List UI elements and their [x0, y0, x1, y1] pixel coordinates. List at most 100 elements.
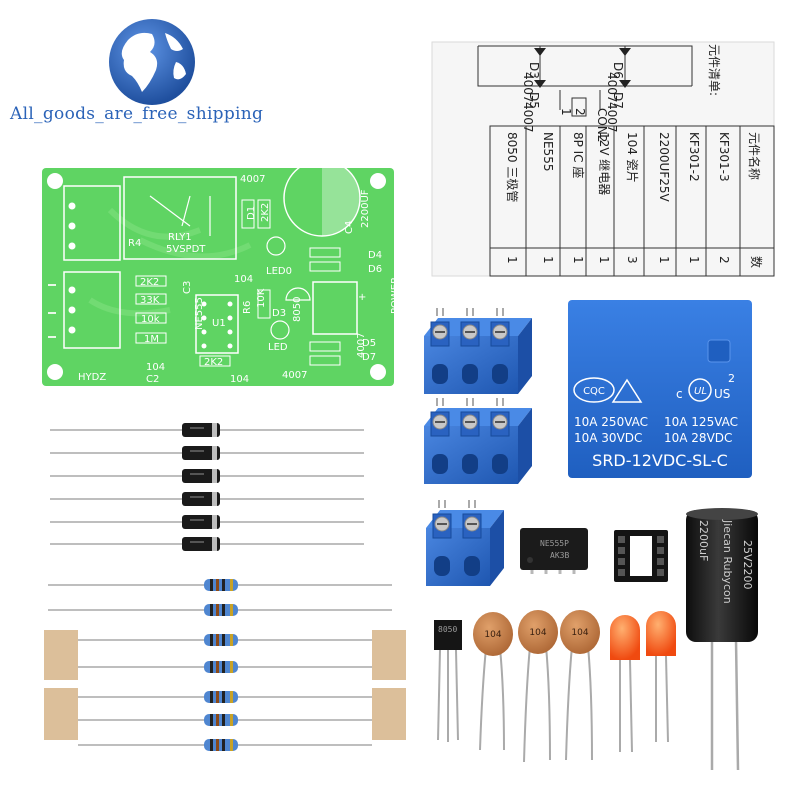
pcb-board: R4 RLY1 5VSPDT D1 2K2 4007 C4 2200UF D4 … — [42, 159, 401, 386]
ceramic-capacitor-label: 104 — [571, 628, 588, 638]
bom-schematic-label: 4007 — [605, 72, 619, 103]
pcb-label-side-4007: 4007 — [356, 333, 367, 358]
terminal-block-3pin-middle — [424, 398, 532, 484]
pcb-label-r4: R4 — [128, 238, 141, 249]
bom-schematic-label: D7 — [611, 92, 625, 109]
bom-row-name: KF301-3 — [717, 132, 731, 182]
electrolytic-capacitor: 2200uF 25V2200 Jiecan Rubycon — [686, 508, 758, 771]
pcb-label-1m: 1M — [144, 334, 159, 345]
relay-rating-line2-right: 10A 28VDC — [664, 431, 732, 445]
pcb-label-d1: D1 — [246, 206, 257, 220]
ecap-brand: Jiecan Rubycon — [721, 519, 734, 604]
bom-row-name: 104 瓷片 — [625, 132, 639, 183]
resistor-tape-right-top — [372, 630, 406, 680]
bom-schematic-label: 4007 — [521, 72, 535, 103]
led-1 — [610, 615, 640, 753]
terminal-block-2pin — [426, 500, 504, 586]
ne555-ic: NE555P AK3B — [520, 528, 588, 574]
resistor — [78, 739, 372, 751]
bom-row-name: 12V 继电器 — [597, 132, 611, 195]
diodes — [50, 423, 364, 551]
resistor — [78, 691, 372, 703]
relay-ul-us: US — [714, 387, 730, 401]
bom-row-qty: 1 — [687, 256, 701, 264]
diode — [50, 537, 364, 551]
pcb-label-r6: R6 — [242, 301, 253, 314]
relay-cqc-mark: CQC — [583, 386, 605, 397]
pcb-label-8050: 8050 — [292, 297, 303, 322]
bom-schematic-label: 4007 — [605, 102, 619, 133]
diode — [50, 492, 364, 506]
resistors — [48, 579, 392, 751]
bom-row-qty: 1 — [657, 256, 671, 264]
pcb-label-u1: U1 — [212, 318, 226, 329]
pcb-label-33k: 33K — [140, 295, 160, 306]
pcb-label-d7: D7 — [362, 352, 376, 363]
pcb-label-led: LED — [268, 342, 288, 353]
ceramic-capacitor-label: 104 — [529, 628, 546, 638]
bom-header-name: 元件名称 — [747, 132, 762, 180]
pcb-label-d4: D4 — [368, 250, 382, 261]
ceramic-capacitor: 104 — [560, 610, 600, 761]
relay-model: SRD-12VDC-SL-C — [592, 451, 728, 470]
bom-row-qty: 1 — [505, 256, 519, 264]
pcb-label-c4: C4 — [344, 221, 355, 234]
relay-rating-line1-right: 10A 125VAC — [664, 415, 738, 429]
pcb-label-c2-value: 104 — [146, 362, 165, 373]
resistor — [78, 714, 372, 726]
bom-header-qty: 数 — [749, 256, 764, 268]
diode — [50, 469, 364, 483]
pcb-label-hydz: HYDZ — [78, 372, 106, 383]
led-2 — [646, 611, 676, 743]
bom-schematic-label: D5 — [527, 92, 541, 109]
ecap-text-right: 25V2200 — [741, 540, 754, 590]
resistor-tape-right-bottom — [372, 688, 406, 740]
pcb-label-rly1: RLY1 — [168, 232, 192, 243]
pcb-label-2k2-top: 2K2 — [260, 203, 271, 222]
bom-schematic-label: 4007 — [521, 102, 535, 133]
bom-schematic-label: 1 — [559, 108, 573, 116]
bom-row-name: NE555 — [541, 132, 555, 171]
pcb-label-bottom-104: 104 — [230, 374, 249, 385]
pcb-label-bottom-4007: 4007 — [282, 370, 307, 381]
relay: CQC c UL US 2 10A 250VAC 10A 125VAC 10A … — [568, 300, 752, 478]
bom-row-qty: 2 — [717, 256, 731, 264]
globe-logo — [109, 19, 195, 105]
relay-rating-line1-left: 10A 250VAC — [574, 415, 648, 429]
bom-schematic-label: 2 — [573, 108, 587, 116]
pcb-label-d5: D5 — [362, 338, 376, 349]
resistor-tape-left-bottom — [44, 688, 78, 740]
svg-text:UL: UL — [694, 386, 707, 397]
transistor-8050: 8050 — [434, 620, 462, 742]
terminal-blocks — [424, 308, 532, 586]
relay-rating-line2-left: 10A 30VDC — [574, 431, 642, 445]
terminal-block-3pin-top — [424, 308, 532, 394]
pcb-label-c2: C2 — [146, 374, 159, 385]
pcb-label-relay-type: 5VSPDT — [166, 244, 206, 255]
ic-marking-line1: NE555P — [540, 539, 569, 548]
diode — [50, 446, 364, 460]
ceramic-capacitor-label: 104 — [484, 630, 501, 640]
ceramic-capacitor: 104 — [473, 612, 513, 751]
transistor-code: 8050 — [438, 625, 457, 634]
pcb-label-d3: D3 — [272, 308, 286, 319]
ic-marking-line2: AK3B — [550, 551, 569, 560]
ic-socket — [614, 530, 668, 582]
bom-title: 元件清单: — [707, 44, 721, 96]
diode — [50, 515, 364, 529]
bom-schematic-label: CON2 — [595, 108, 609, 142]
bom-sheet: 元件清单: 元件名称 数 KF301-32KF301-212200UF25V11… — [431, 41, 775, 277]
ceramic-capacitor: 104 — [518, 610, 558, 763]
diode — [50, 423, 364, 437]
pcb-label-ne555: NE555 — [194, 297, 205, 330]
bom-row-name: 8P IC 座 — [571, 132, 586, 178]
bom-row-qty: 1 — [541, 256, 555, 264]
resistor — [78, 634, 372, 646]
bom-row-name: 2200UF25V — [657, 132, 671, 202]
pcb-label-led0: LED0 — [266, 266, 292, 277]
pcb-label-plus: + — [358, 292, 366, 303]
pcb-label-power: POWER — [390, 277, 401, 314]
pcb-label-d6: D6 — [368, 264, 382, 275]
resistor — [48, 579, 392, 591]
